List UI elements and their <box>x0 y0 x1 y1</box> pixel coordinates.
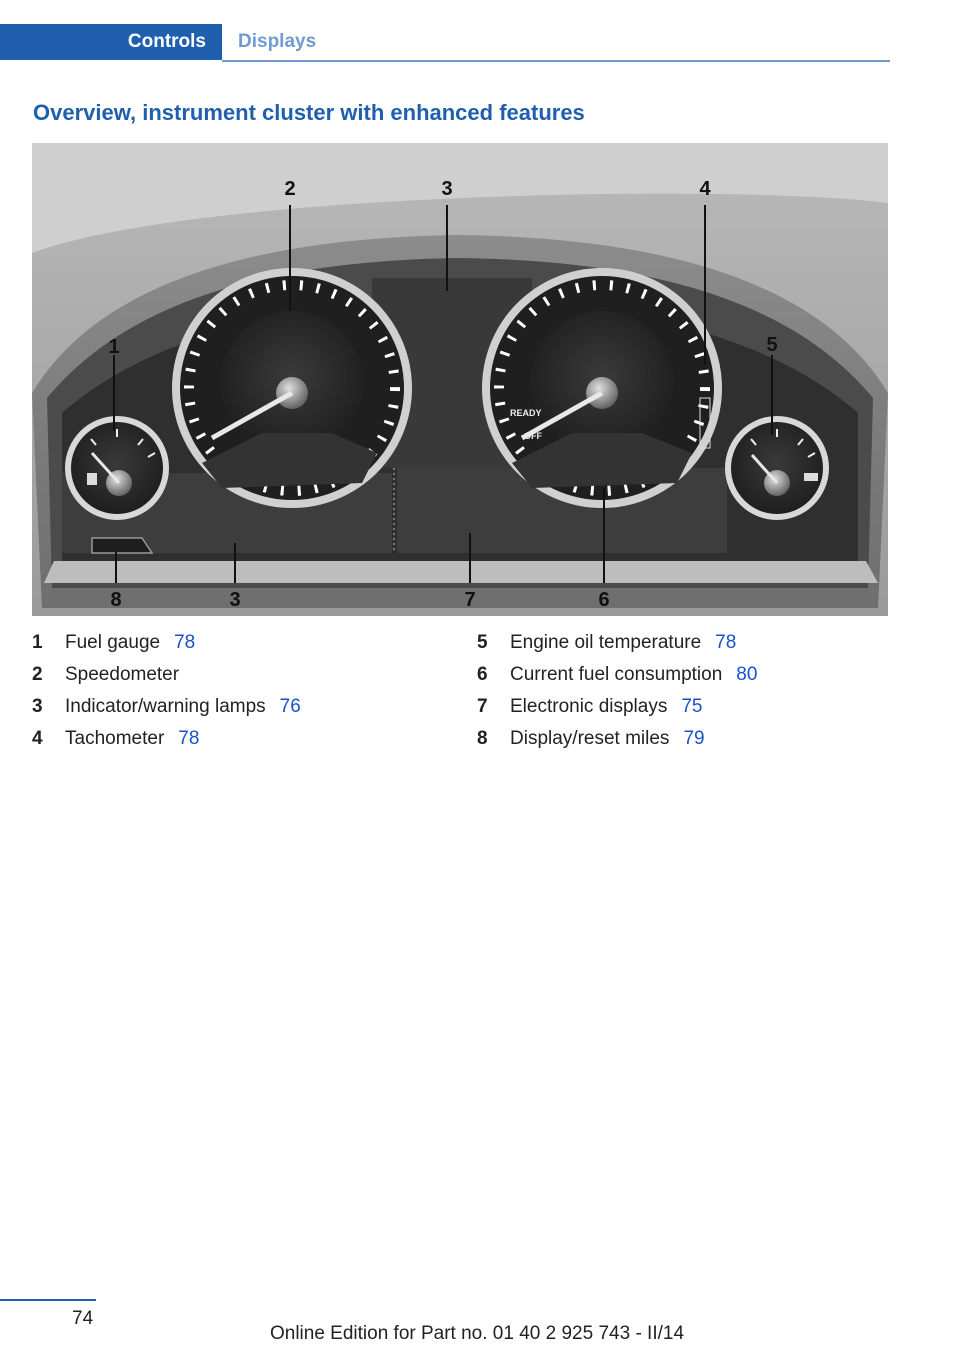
callout-3-bottom: 3 <box>229 589 240 611</box>
page-link[interactable]: 78 <box>715 632 737 653</box>
tab-controls[interactable]: Controls <box>0 24 222 60</box>
legend-number: 5 <box>477 632 488 653</box>
legend-number: 8 <box>477 728 488 749</box>
legend-item: 2 Speedometer <box>32 659 301 691</box>
instrument-cluster-illustration: READY OFF <box>32 143 888 616</box>
legend-item: 4 Tachometer 78 <box>32 723 301 755</box>
legend-number: 6 <box>477 664 488 685</box>
legend-left-column: 1 Fuel gauge 78 2 Speedometer 3 Indicato… <box>32 627 301 755</box>
header-divider <box>222 60 890 62</box>
legend-item: 3 Indicator/warning lamps 76 <box>32 691 301 723</box>
page-link[interactable]: 80 <box>736 664 758 685</box>
page-link[interactable]: 78 <box>178 728 200 749</box>
callout-5: 5 <box>766 334 777 356</box>
legend-item: 6 Current fuel consumption 80 <box>477 659 757 691</box>
footer-edition-text: Online Edition for Part no. 01 40 2 925 … <box>269 1323 685 1344</box>
legend-item: 5 Engine oil temperature 78 <box>477 627 757 659</box>
footer-divider <box>0 1299 96 1301</box>
legend-label: Tachometer <box>65 728 165 749</box>
fuel-gauge <box>65 416 169 520</box>
page-link[interactable]: 75 <box>681 696 703 717</box>
instrument-cluster-figure: READY OFF <box>32 143 888 616</box>
page-link[interactable]: 76 <box>279 696 301 717</box>
callout-2: 2 <box>284 178 295 200</box>
legend-number: 1 <box>32 632 43 653</box>
page-link[interactable]: 79 <box>683 728 705 749</box>
speedometer <box>172 268 412 508</box>
page-link[interactable]: 78 <box>174 632 196 653</box>
legend-right-column: 5 Engine oil temperature 78 6 Current fu… <box>477 627 757 755</box>
legend-label: Current fuel consumption <box>510 664 723 685</box>
callout-8: 8 <box>110 589 121 611</box>
callout-6: 6 <box>598 589 609 611</box>
page-number: 74 <box>72 1308 94 1329</box>
ready-label: READY <box>510 408 542 418</box>
tab-displays[interactable]: Displays <box>238 31 317 52</box>
legend-number: 3 <box>32 696 43 717</box>
legend-label: Electronic displays <box>510 696 668 717</box>
legend-label: Speedometer <box>65 664 180 685</box>
callout-4: 4 <box>699 178 711 200</box>
callout-3-top: 3 <box>441 178 452 200</box>
header-tabs: Controls Displays <box>0 24 890 60</box>
callout-7: 7 <box>464 589 475 611</box>
callout-1: 1 <box>108 336 119 358</box>
legend-label: Display/reset miles <box>510 728 670 749</box>
legend-label: Engine oil temperature <box>510 632 702 653</box>
section-title: Overview, instrument cluster with enhanc… <box>33 100 585 125</box>
oil-temperature-gauge <box>725 416 829 520</box>
tachometer: READY OFF <box>482 268 722 508</box>
legend-item: 8 Display/reset miles 79 <box>477 723 757 755</box>
legend-number: 2 <box>32 664 43 685</box>
legend-number: 7 <box>477 696 488 717</box>
legend-label: Fuel gauge <box>65 632 161 653</box>
legend-number: 4 <box>32 728 43 749</box>
legend-item: 7 Electronic displays 75 <box>477 691 757 723</box>
off-label: OFF <box>524 431 542 441</box>
legend-item: 1 Fuel gauge 78 <box>32 627 301 659</box>
legend-label: Indicator/warning lamps <box>65 696 266 717</box>
